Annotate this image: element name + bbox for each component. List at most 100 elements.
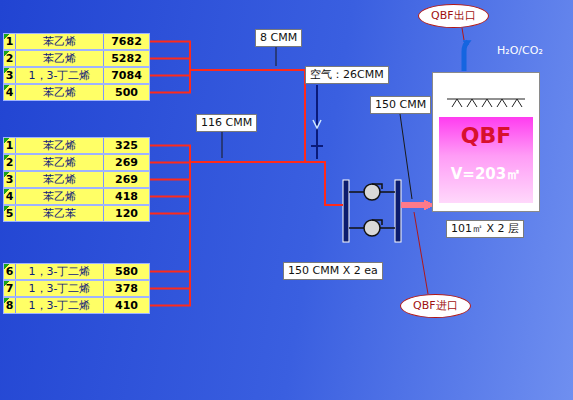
gas-pipe bbox=[150, 162, 343, 306]
pipe-connector bbox=[150, 70, 430, 205]
row-number: 8 bbox=[4, 298, 16, 313]
inlet-arrow bbox=[401, 203, 430, 208]
table-row: 81，3-丁二烯410 bbox=[3, 297, 150, 314]
tower-name: QBF bbox=[433, 123, 539, 148]
row-number: 4 bbox=[4, 85, 16, 100]
chemical-name: 苯乙烯 bbox=[16, 172, 104, 187]
callout-text: QBF进口 bbox=[413, 299, 458, 312]
flow-text: 空气：26CMM bbox=[310, 68, 384, 81]
leader-line bbox=[400, 114, 412, 199]
gas-pipe bbox=[150, 162, 343, 205]
inlet-arrow bbox=[401, 203, 430, 208]
outlet-gas: H₂O/CO₂ bbox=[497, 44, 543, 57]
flow-value: 500 bbox=[104, 85, 149, 100]
pipe-connector bbox=[150, 59, 430, 206]
table-row: 2苯乙烯5282 bbox=[3, 50, 150, 67]
tower-volume: V=203㎡ bbox=[433, 165, 539, 184]
flow-label: 150 CMM bbox=[370, 96, 431, 114]
pipe-connector bbox=[150, 162, 430, 272]
gas-pipe bbox=[150, 70, 343, 205]
row-number: 7 bbox=[4, 281, 16, 296]
flow-text: 116 CMM bbox=[201, 116, 252, 129]
inlet-arrow bbox=[401, 203, 430, 208]
row-number: 6 bbox=[4, 264, 16, 279]
flow-value: 378 bbox=[104, 281, 149, 296]
row-number: 5 bbox=[4, 206, 16, 221]
inlet-arrow bbox=[401, 203, 430, 208]
row-number: 3 bbox=[4, 68, 16, 83]
flow-value: 269 bbox=[104, 172, 149, 187]
table-row: 1苯乙烯7682 bbox=[3, 33, 150, 50]
table-row: 2苯乙烯269 bbox=[3, 154, 150, 171]
flow-value: 7084 bbox=[104, 68, 149, 83]
pipe-connector bbox=[150, 162, 430, 306]
table-row: 31，3-丁二烯7084 bbox=[3, 67, 150, 84]
flow-value: 5282 bbox=[104, 51, 149, 66]
pipe-connector bbox=[150, 42, 430, 206]
row-number: 2 bbox=[4, 51, 16, 66]
pipe-connector bbox=[150, 146, 430, 206]
leader-line bbox=[276, 47, 277, 66]
inlet-arrow bbox=[401, 203, 430, 208]
blower-symbol bbox=[364, 184, 380, 200]
flow-text: 101㎡ X 2 层 bbox=[451, 222, 519, 235]
table-row: 4苯乙烯500 bbox=[3, 84, 150, 101]
flow-value: 120 bbox=[104, 206, 149, 221]
flow-text: 8 CMM bbox=[260, 31, 297, 44]
chemical-name: 苯乙苯 bbox=[16, 206, 104, 221]
inlet-arrow bbox=[401, 203, 430, 208]
gas-pipe bbox=[150, 70, 343, 205]
pipe-connector bbox=[150, 162, 430, 214]
callout-oval: QBF进口 bbox=[400, 294, 471, 318]
inlet-arrow bbox=[401, 203, 430, 208]
gas-pipe bbox=[150, 162, 343, 205]
flow-label: 116 CMM bbox=[196, 114, 257, 132]
manifold-bar bbox=[395, 180, 401, 242]
flow-value: 269 bbox=[104, 155, 149, 170]
flow-text: 150 CMM X 2 ea bbox=[288, 264, 378, 277]
inlet-arrow bbox=[401, 203, 430, 208]
pipe-connector bbox=[150, 162, 430, 205]
blower-symbol bbox=[372, 184, 382, 189]
outlet-arrow bbox=[464, 42, 468, 71]
row-number: 4 bbox=[4, 189, 16, 204]
pipe-connector bbox=[150, 162, 430, 289]
pipe-connector bbox=[150, 162, 430, 205]
flow-text: 150 CMM bbox=[375, 98, 426, 111]
gas-pipe bbox=[150, 162, 343, 214]
inlet-arrow bbox=[401, 203, 430, 208]
air-arrow bbox=[313, 120, 321, 128]
chemical-name: 苯乙烯 bbox=[16, 34, 104, 49]
table-row: 4苯乙烯418 bbox=[3, 188, 150, 205]
table-row: 1苯乙烯325 bbox=[3, 137, 150, 154]
leader-line bbox=[414, 212, 428, 294]
callout-text: QBF出口 bbox=[431, 9, 476, 22]
gas-pipe bbox=[150, 162, 343, 205]
flow-label: 8 CMM bbox=[255, 29, 302, 47]
row-number: 1 bbox=[4, 34, 16, 49]
flow-value: 410 bbox=[104, 298, 149, 313]
inlet-arrow bbox=[401, 203, 430, 208]
flow-label: 150 CMM X 2 ea bbox=[283, 262, 383, 280]
air-line bbox=[316, 85, 318, 159]
pipe-connector bbox=[150, 70, 430, 205]
chemical-name: 1，3-丁二烯 bbox=[16, 68, 104, 83]
row-number: 2 bbox=[4, 155, 16, 170]
leader-line bbox=[462, 28, 464, 40]
chemical-name: 苯乙烯 bbox=[16, 51, 104, 66]
spray-nozzles bbox=[433, 73, 539, 113]
flow-value: 325 bbox=[104, 138, 149, 153]
flow-value: 7682 bbox=[104, 34, 149, 49]
chemical-name: 苯乙烯 bbox=[16, 85, 104, 100]
table-row: 71，3-丁二烯378 bbox=[3, 280, 150, 297]
table-row: 61，3-丁二烯580 bbox=[3, 263, 150, 280]
chemical-name: 1，3-丁二烯 bbox=[16, 264, 104, 279]
chemical-name: 苯乙烯 bbox=[16, 189, 104, 204]
chemical-name: 1，3-丁二烯 bbox=[16, 298, 104, 313]
manifold-bar bbox=[343, 180, 349, 242]
callout-oval: QBF出口 bbox=[418, 4, 489, 28]
table-row: 3苯乙烯269 bbox=[3, 171, 150, 188]
flow-label: 空气：26CMM bbox=[305, 66, 389, 84]
gas-pipe bbox=[150, 146, 343, 206]
table-row: 5苯乙苯120 bbox=[3, 205, 150, 222]
